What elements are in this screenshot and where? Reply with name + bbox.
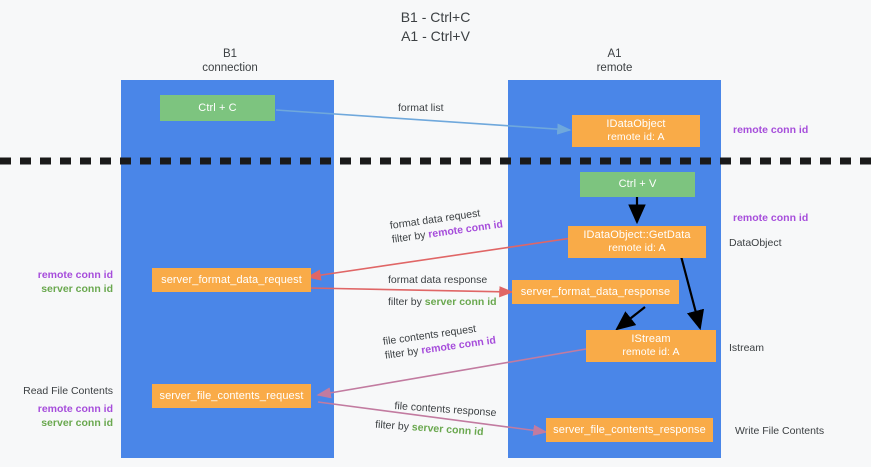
annotation-left-mid-server-conn-id: server conn id	[41, 283, 113, 295]
edge-label-file-contents-response-filter: filter by server conn id	[375, 418, 496, 440]
annotation-left-read-file-contents: Read File Contents	[23, 385, 113, 397]
lane-header-a1: A1 remote	[596, 48, 633, 74]
node-data-object-label: IDataObject	[606, 118, 666, 130]
node-get-data-label: IDataObject::GetData	[583, 229, 691, 241]
node-server-file-contents-response[interactable]: server_file_contents_response	[546, 418, 713, 442]
node-ctrl-v[interactable]: Ctrl + V	[580, 172, 695, 197]
node-server-file-contents-request[interactable]: server_file_contents_request	[152, 384, 311, 408]
edge-label-format-data-response: format data response	[388, 274, 488, 286]
node-server-format-data-request[interactable]: server_format_data_request	[152, 268, 311, 292]
filter-prefix: filter by	[384, 344, 423, 362]
page-title: B1 - Ctrl+C A1 - Ctrl+V	[400, 9, 471, 44]
annotation-right-top-remote-conn-id: remote conn id	[733, 124, 809, 136]
node-server-format-data-request-label: server_format_data_request	[161, 273, 302, 286]
node-data-object-remote-id: remote id: A	[607, 131, 665, 143]
filter-prefix: filter by	[391, 228, 430, 246]
annotation-left-bottom-server-conn-id: server conn id	[41, 417, 113, 429]
filter-prefix: filter by	[374, 418, 413, 434]
annotation-right-write-file-contents: Write File Contents	[735, 425, 825, 437]
annotation-right-mid-remote-conn-id: remote conn id	[733, 212, 809, 224]
annotation-left-bottom-remote-conn-id: remote conn id	[37, 403, 113, 415]
edge-label-file-contents-request-group: file contents request filter by remote c…	[382, 319, 497, 362]
edge-label-format-data-response-group: format data response filter by server co…	[388, 273, 497, 309]
node-server-file-contents-request-label: server_file_contents_request	[159, 389, 304, 402]
lane-header-b1: B1 connection	[202, 48, 258, 74]
edge-label-format-data-request-group: format data request filter by remote con…	[389, 203, 504, 246]
node-istream-remote-id: remote id: A	[622, 346, 680, 358]
node-ctrl-v-label: Ctrl + V	[618, 178, 657, 190]
annotation-left-mid-remote-conn-id: remote conn id	[37, 269, 113, 281]
node-istream[interactable]: IStream remote id: A	[586, 330, 716, 362]
node-server-format-data-response[interactable]: server_format_data_response	[512, 280, 679, 304]
node-data-object[interactable]: IDataObject remote id: A	[572, 115, 700, 147]
node-server-format-data-response-label: server_format_data_response	[520, 285, 671, 298]
node-ctrl-c[interactable]: Ctrl + C	[160, 95, 275, 121]
edge-label-file-contents-response-group: file contents response filter by server …	[375, 399, 497, 440]
filter-key-server-conn-id: server conn id	[424, 296, 497, 308]
filter-key-server-conn-id: server conn id	[411, 421, 484, 439]
annotation-right-istream: Istream	[729, 342, 765, 354]
edge-label-format-data-response-filter: filter by server conn id	[388, 295, 497, 309]
edge-label-format-list: format list	[398, 102, 444, 114]
node-get-data-remote-id: remote id: A	[608, 242, 666, 254]
annotation-right-data-object: DataObject	[729, 237, 782, 249]
node-get-data[interactable]: IDataObject::GetData remote id: A	[568, 226, 706, 258]
node-server-file-contents-response-label: server_file_contents_response	[553, 423, 706, 436]
node-ctrl-c-label: Ctrl + C	[198, 101, 237, 114]
node-istream-label: IStream	[631, 333, 671, 345]
filter-prefix: filter by	[388, 296, 425, 308]
edge-label-file-contents-response: file contents response	[394, 399, 497, 420]
